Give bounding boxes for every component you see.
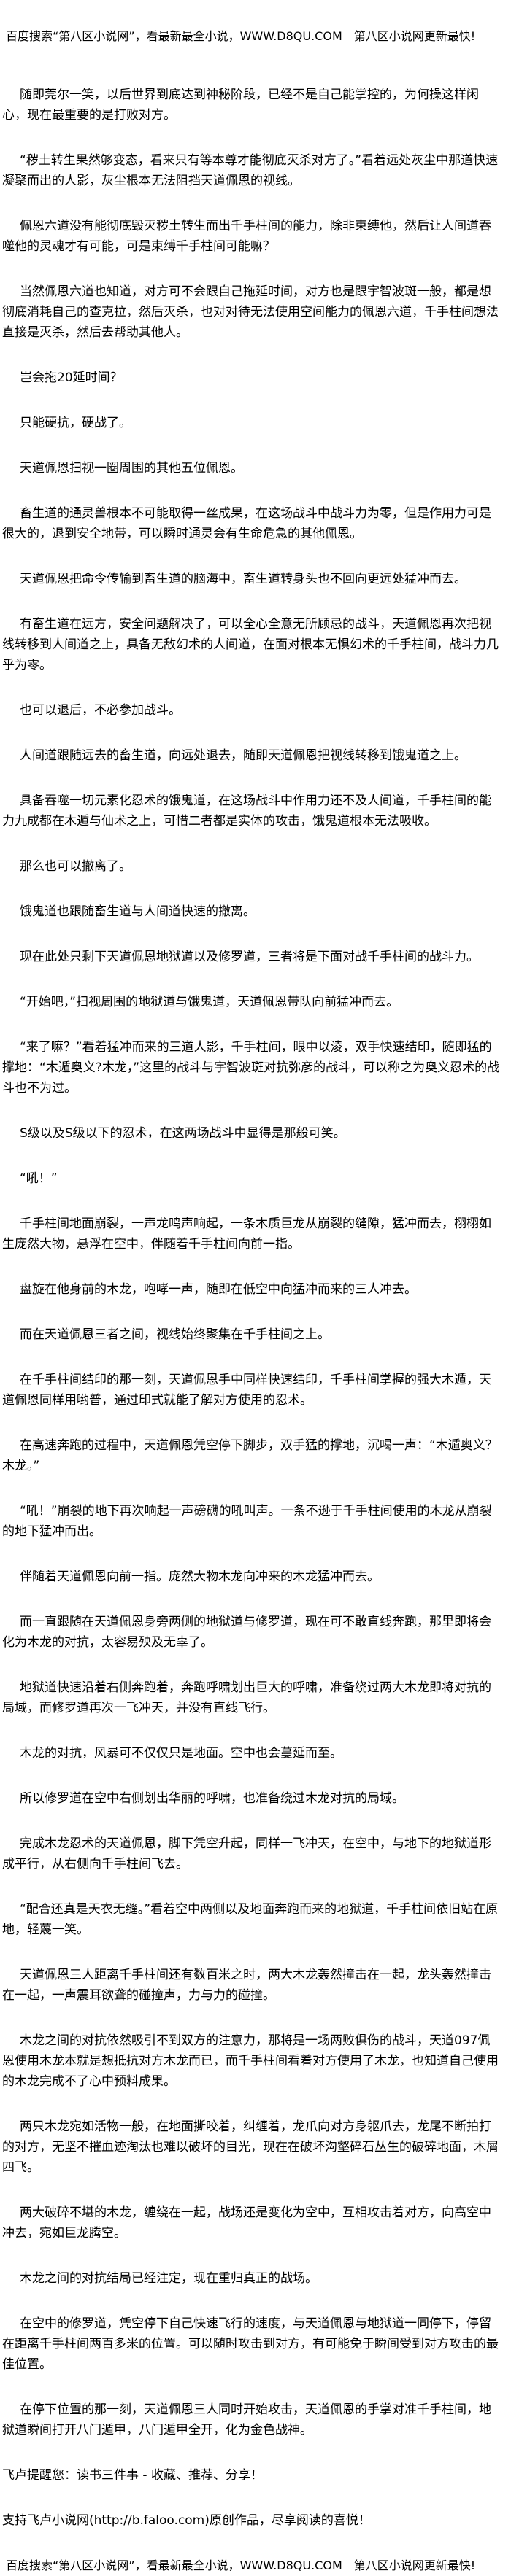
story-paragraph: 在空中的修罗道，凭空停下自己快速飞行的速度，与天道佩恩与地狱道一同停下，停留在距… [2, 2316, 499, 2372]
story-paragraph: 木龙之间的对抗依然吸引不到双方的注意力，那将是一场两败俱伤的战斗，天道097佩恩… [2, 2033, 499, 2089]
story-paragraph: 天道佩恩扫视一圈周围的其他五位佩恩。 [20, 461, 243, 476]
story-paragraph: 岂会拖20延时间？ [20, 371, 123, 385]
story-paragraph: 而一直跟随在天道佩恩身旁两侧的地狱道与修罗道，现在可不敢直线奔跑，那里即将会化为… [2, 1615, 491, 1650]
story-paragraph: 两只木龙宛如活物一般，在地面撕咬着，纠缠着，龙爪向对方身躯爪去，龙尾不断拍打的对… [2, 2119, 499, 2175]
story-paragraph: 现在此处只剩下天道佩恩地狱道以及修罗道，三者将是下面对战千手柱间的战斗力。 [20, 950, 479, 964]
story-paragraph: 盘旋在他身前的木龙，咆哮一声，随即在低空中向猛冲而来的三人冲去。 [20, 1282, 417, 1297]
story-paragraph: 所以修罗道在空中右侧划出华丽的呼啸，也准备绕过木龙对抗的局域。 [20, 1791, 404, 1806]
site-banner-bottom: 百度搜索“第八区小说网”，看最新最全小说，WWW.D8QU.COM 第八区小说网… [0, 2556, 511, 2576]
story-paragraph: 而在天道佩恩三者之间，视线始终聚集在千手柱间之上。 [20, 1327, 330, 1342]
story-paragraph: “来了嘛？”看着猛冲而来的三道人影，千手柱间，眼中以淩，双手快速结印，随即猛的撑… [2, 1040, 500, 1095]
reading-reminder: 飞卢提醒您：读书三件事 - 收藏、推荐、分享！ [2, 2468, 263, 2483]
story-paragraph: 有畜生道在远方，安全问题解决了，可以全心全意无所顾忌的战斗，天道佩恩再次把视线转… [2, 617, 499, 672]
story-paragraph: 天道佩恩三人距离千手柱间还有数百米之时，两大木龙轰然撞击在一起，龙头轰然撞击在一… [2, 1968, 491, 2003]
story-paragraph: 完成木龙忍术的天道佩恩，脚下凭空升起，同样一飞冲天，在空中，与地下的地狱道形成平… [2, 1836, 491, 1871]
story-paragraph: 佩恩六道没有能彻底毁灭秽土转生而出千手柱间的能力，除非束缚他，然后让人间道吞噬他… [2, 219, 491, 254]
story-paragraph: 当然佩恩六道也知道，对方可不会跟自己拖延时间，对方也是跟宇智波斑一般，都是想彻底… [2, 284, 499, 340]
story-paragraph: 人间道跟随远去的畜生道，向远处退去，随即天道佩恩把视线转移到饿鬼道之上。 [20, 748, 466, 763]
story-paragraph: 在高速奔跑的过程中，天道佩恩凭空停下脚步，双手猛的撑地，沉喝一声：“木遁奥义？木… [2, 1438, 498, 1473]
story-paragraph: “吼！” [20, 1171, 58, 1186]
story-paragraph: 那么也可以撤离了。 [20, 859, 131, 874]
story-paragraph: 具备吞噬一切元素化忍术的饿鬼道，在这场战斗中作用力还不及人间道，千手柱间的能力九… [2, 794, 491, 829]
story-paragraph: 天道佩恩把命令传输到畜生道的脑海中，畜生道转身头也不回向更远处猛冲而去。 [20, 572, 466, 586]
story-paragraph: 随即莞尔一笑，以后世界到底达到神秘阶段，已经不是自己能掌控的，为何操这样闲心，现… [2, 88, 479, 123]
story-paragraph: 在停下位置的那一刻，天道佩恩三人同时开始攻击，天道佩恩的手掌对准千手柱间，地狱道… [2, 2402, 491, 2437]
story-paragraph: “吼！”崩裂的地下再次响起一声磅礴的吼叫声。一条不逊于千手柱间使用的木龙从崩裂的… [2, 1504, 492, 1539]
chapter-footer: 飞卢提醒您：读书三件事 - 收藏、推荐、分享！ 支持飞卢小说网(http://b… [0, 2465, 502, 2531]
story-paragraph: “开始吧，”扫视周围的地狱道与饿鬼道，天道佩恩带队向前猛冲而去。 [20, 995, 399, 1009]
story-paragraph: 木龙之间的对抗结局已经注定，现在重归真正的战场。 [20, 2271, 318, 2286]
story-paragraph: 在千手柱间结印的那一刻，天道佩恩手中同样快速结印，千手柱间掌握的强大木遁，天道佩… [2, 1373, 491, 1408]
story-paragraph: “配合还真是天衣无缝。”看着空中两侧以及地面奔跑而来的地狱道，千手柱间依旧站在原… [2, 1902, 499, 1937]
story-paragraph: 地狱道快速沿着右侧奔跑着，奔跑呼啸划出巨大的呼啸，准备绕过两大木龙即将对抗的局域… [2, 1680, 491, 1715]
story-paragraph: “秽土转生果然够变态，看来只有等本尊才能彻底灭杀对方了。”看着远处灰尘中那道快速… [2, 153, 499, 188]
story-paragraph: 畜生道的通灵兽根本不可能取得一丝成果，在这场战斗中战斗力为零，但是作用力可是很大… [2, 506, 491, 541]
story-paragraph: 只能硬抗，硬战了。 [20, 416, 131, 430]
banner-text: 百度搜索“第八区小说网”，看最新最全小说，WWW.D8QU.COM 第八区小说网… [6, 2558, 476, 2572]
chapter-content: 随即莞尔一笑，以后世界到底达到神秘阶段，已经不是自己能掌控的，为何操这样闲心，现… [0, 69, 502, 2440]
banner-text: 百度搜索“第八区小说网”，看最新最全小说，WWW.D8QU.COM 第八区小说网… [6, 29, 476, 43]
story-paragraph: 千手柱间地面崩裂，一声龙鸣声响起，一条木质巨龙从崩裂的缝隙，猛冲而去，栩栩如生庞… [2, 1217, 491, 1252]
story-paragraph: 两大破碎不堪的木龙，缠绕在一起，战场还是变化为空中，互相攻击着对方，向高空中冲去… [2, 2205, 491, 2241]
story-paragraph: 饿鬼道也跟随畜生道与人间道快速的撤离。 [20, 904, 256, 919]
site-banner-top: 百度搜索“第八区小说网”，看最新最全小说，WWW.D8QU.COM 第八区小说网… [0, 0, 511, 69]
story-paragraph: 伴随着天道佩恩向前一指。庞然大物木龙向冲来的木龙猛冲而去。 [20, 1570, 380, 1584]
support-notice: 支持飞卢小说网(http://b.faloo.com)原创作品，尽享阅读的喜悦！ [2, 2513, 371, 2528]
story-paragraph: S级以及S级以下的忍术，在这两场战斗中显得是那般可笑。 [20, 1126, 346, 1141]
story-paragraph: 也可以退后，不必参加战斗。 [20, 703, 181, 718]
story-paragraph: 木龙的对抗，风暴可不仅仅只是地面。空中也会蔓延而至。 [20, 1746, 342, 1761]
